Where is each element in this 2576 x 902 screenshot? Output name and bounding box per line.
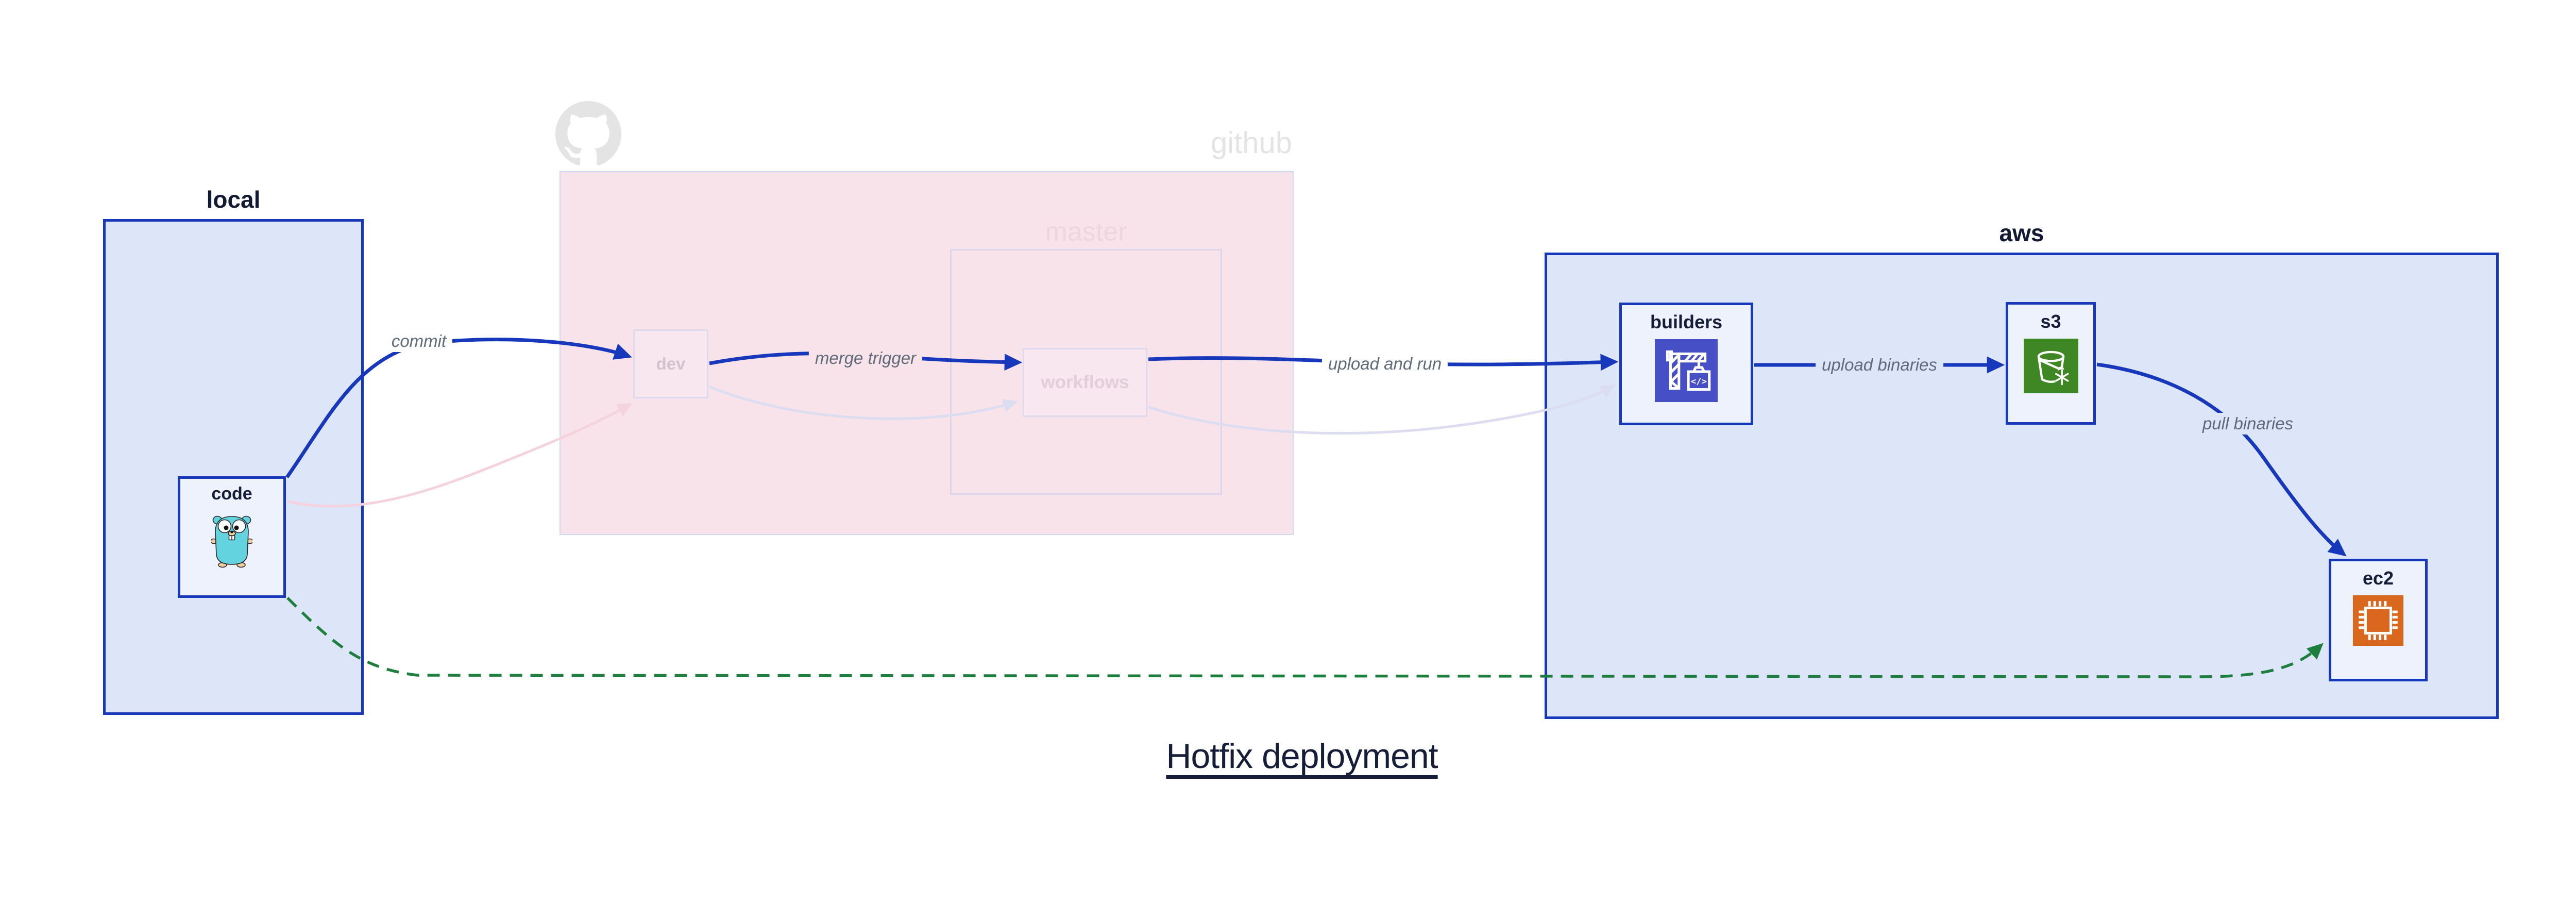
node-workflows-label: workflows (1041, 372, 1129, 392)
github-group-label: github (1210, 126, 1292, 160)
svg-text:</>: </> (1691, 376, 1707, 387)
node-builders: builders </> (1619, 303, 1753, 425)
edge-code-to-ec2-hotfix-dashed (286, 597, 2324, 678)
diagram-title-text: Hotfix deployment (1166, 737, 1438, 776)
edge-label-merge-trigger: merge trigger (808, 347, 923, 369)
aws-codebuild-icon: </> (1655, 339, 1718, 402)
edge-dev-to-workflows-faded (709, 385, 1018, 420)
node-code-label: code (211, 484, 252, 504)
aws-ec2-chip-icon (2353, 595, 2403, 646)
node-ec2: ec2 (2329, 559, 2428, 681)
aws-s3-bucket-icon (2023, 339, 2078, 393)
local-group-label: local (206, 186, 261, 213)
master-branch-box (950, 249, 1222, 495)
aws-group-label: aws (1999, 220, 2044, 246)
node-code: code (178, 476, 286, 598)
edge-code-to-dev-faded (287, 403, 633, 508)
node-dev: dev (633, 329, 708, 398)
edge-label-pull-binaries: pull binaries (2196, 413, 2300, 435)
edge-workflows-to-builders-faded (1148, 385, 1616, 435)
edge-label-upload-binaries: upload binaries (1816, 354, 1943, 376)
node-builders-label: builders (1650, 311, 1723, 332)
edge-pull-binaries-line (2096, 362, 2347, 557)
node-s3: s3 (2006, 302, 2096, 425)
node-dev-label: dev (656, 354, 686, 373)
go-gopher-icon (211, 515, 252, 568)
node-ec2-label: ec2 (2362, 567, 2394, 589)
edge-label-upload-and-run: upload and run (1321, 353, 1448, 375)
edge-commit-line (285, 338, 632, 478)
master-branch-label: master (1045, 217, 1127, 247)
edge-label-commit: commit (385, 330, 453, 352)
diagram-title: Hotfix deployment (0, 736, 2576, 776)
local-group-box (103, 219, 364, 715)
node-s3-label: s3 (2040, 311, 2061, 332)
github-octocat-icon (555, 101, 621, 165)
node-workflows: workflows (1023, 348, 1147, 417)
